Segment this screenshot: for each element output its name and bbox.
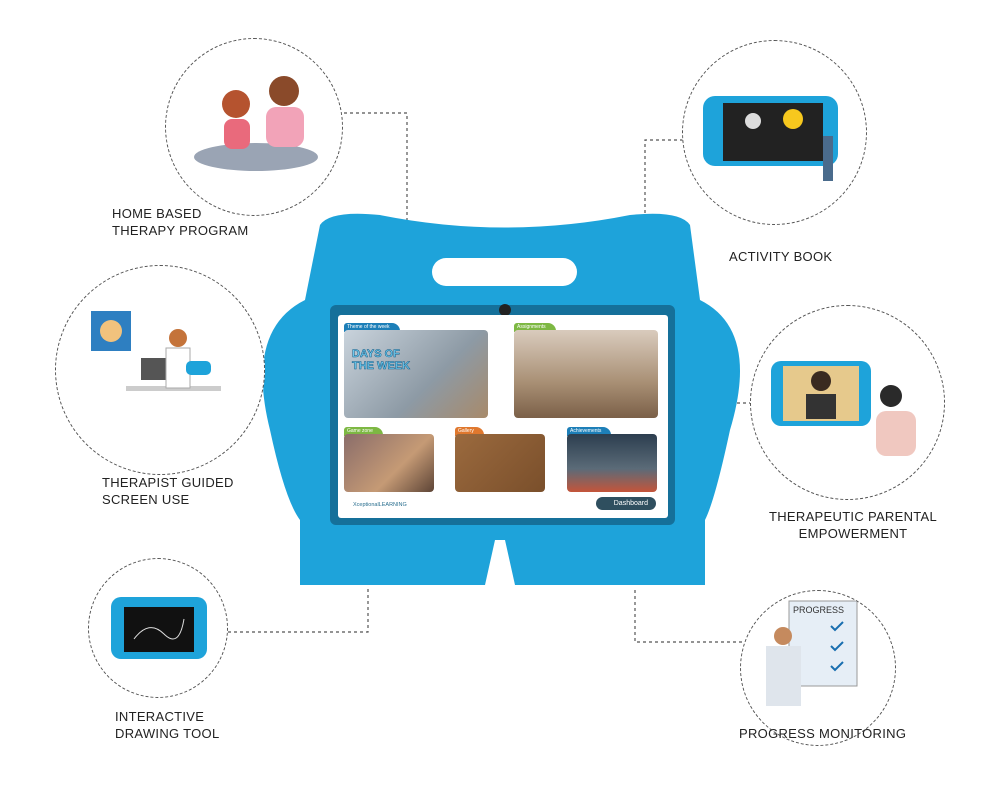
tablet-screen: Theme of the week DAYS OF THE WEEK Assig…: [338, 315, 668, 518]
card-image: [455, 434, 545, 492]
card-tab: Assignments: [514, 323, 556, 332]
label-activity-book: ACTIVITY BOOK: [729, 249, 833, 264]
card-achievements[interactable]: Achievements: [567, 427, 657, 492]
card-image: [514, 330, 658, 418]
progress-clipboard-text: PROGRESS: [793, 605, 844, 615]
card-game-zone[interactable]: Game zone: [344, 427, 434, 492]
card-tab: Gallery: [455, 427, 484, 436]
parental-empowerment-illustration: [750, 305, 945, 500]
progress-monitoring-illustration: PROGRESS: [740, 590, 896, 746]
card-image: DAYS OF THE WEEK: [344, 330, 488, 418]
card-theme-of-the-week[interactable]: Theme of the week DAYS OF THE WEEK: [344, 323, 488, 418]
card-tab: Theme of the week: [344, 323, 400, 332]
home-therapy-illustration: [165, 38, 343, 216]
card-tab: Achievements: [567, 427, 612, 436]
label-progress-monitoring: PROGRESS MONITORING: [739, 726, 907, 741]
hero-text: DAYS OF THE WEEK: [352, 348, 411, 373]
xceptional-learning-logo: XceptionalLEARNING: [353, 502, 407, 508]
therapist-guided-illustration: [55, 265, 265, 475]
activity-book-illustration: [682, 40, 867, 225]
card-gallery[interactable]: Gallery: [455, 427, 545, 492]
card-image: [567, 434, 657, 492]
dashboard-button[interactable]: Dashboard: [595, 497, 656, 510]
drawing-tool-illustration: [88, 558, 228, 698]
card-image: [344, 434, 434, 492]
card-tab: Game zone: [344, 427, 383, 436]
card-assignments[interactable]: Assignments: [514, 323, 658, 418]
